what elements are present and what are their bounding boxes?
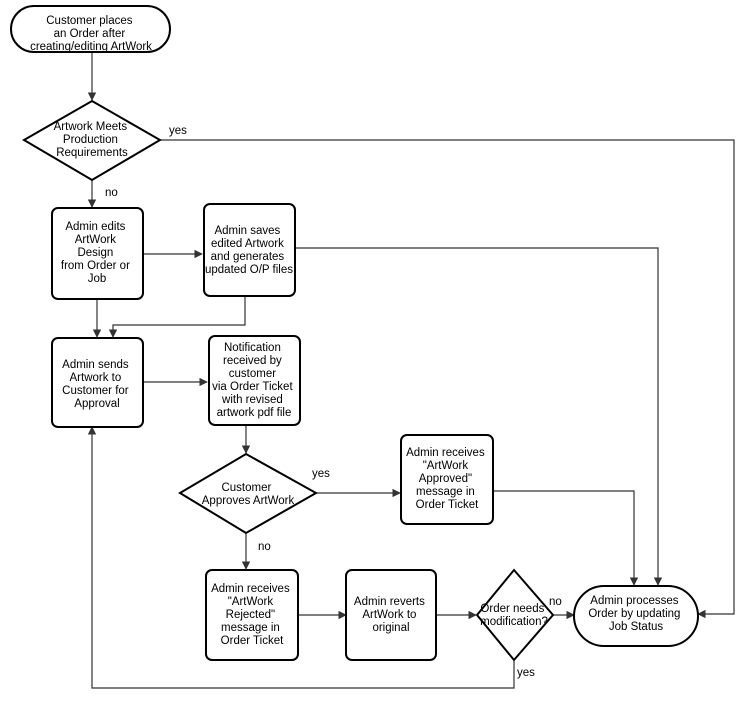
- edit-design-line: ArtWork: [75, 234, 117, 246]
- approved-message-line: message in: [416, 486, 475, 498]
- revert-process: [345, 569, 437, 661]
- edge-approved-to-end: [493, 490, 639, 586]
- approval-yes-label: yes: [312, 468, 330, 480]
- send-approval-text: Admin sends Artwork to Customer for Appr…: [62, 359, 132, 410]
- send-approval-line: Admin sends: [62, 359, 129, 371]
- edit-design-text: Admin edits ArtWork Design from Order or…: [61, 221, 133, 285]
- edge-labels: yes no yes no no yes: [105, 125, 562, 679]
- rejected-message-process: [205, 569, 299, 661]
- rejected-message-line: Admin receives: [211, 583, 290, 595]
- node-labels: Customer places an Order after creating/…: [30, 15, 683, 647]
- notification-line: customer: [229, 368, 276, 380]
- requirements-decision: [22, 99, 162, 182]
- requirements-no-label: no: [105, 187, 118, 199]
- edge-save-to-send: [108, 296, 246, 338]
- requirements-text: Artwork Meets Production Requirements: [54, 121, 131, 159]
- notification-line: artwork pdf file: [217, 407, 292, 419]
- end-terminal: [573, 585, 699, 647]
- requirements-line: Artwork Meets: [54, 121, 128, 133]
- notification-text: Notification received by customer via Or…: [212, 342, 296, 419]
- revert-text: Admin reverts ArtWork to original: [354, 596, 428, 634]
- start-terminal: [10, 5, 171, 53]
- send-approval-line: Approval: [74, 398, 119, 410]
- modification-decision: [475, 568, 555, 662]
- end-line: Admin processes: [590, 595, 678, 607]
- save-artwork-line: edited Artwork: [211, 238, 284, 250]
- edge-modify-yes: [87, 426, 515, 689]
- rejected-message-text: Admin receives "ArtWork Rejected" messag…: [211, 583, 293, 647]
- revert-line: original: [372, 622, 409, 634]
- save-artwork-line: and generates: [211, 251, 285, 263]
- approved-message-line: "ArtWork: [423, 460, 469, 472]
- save-artwork-line: Admin saves: [214, 225, 280, 237]
- start-text: Customer places an Order after creating/…: [30, 15, 152, 53]
- send-approval-line: Customer for: [62, 385, 129, 397]
- modification-line: modification?: [480, 616, 548, 628]
- edit-design-process: [51, 207, 144, 300]
- requirements-yes-label: yes: [169, 125, 187, 137]
- edit-design-line: from Order or: [61, 260, 130, 272]
- approved-message-text: Admin receives "ArtWork Approved" messag…: [406, 447, 488, 511]
- modification-text: Order needs modification?: [480, 603, 548, 628]
- requirements-line: Requirements: [56, 147, 128, 159]
- modification-no-label: no: [549, 596, 562, 608]
- edge-save-to-end: [295, 247, 663, 586]
- approved-message-line: Order Ticket: [416, 499, 479, 511]
- rejected-message-line: Order Ticket: [221, 635, 284, 647]
- shapes: [10, 5, 699, 662]
- send-approval-process: [51, 337, 144, 428]
- save-artwork-process: [203, 203, 296, 297]
- end-line: Job Status: [609, 621, 664, 633]
- approved-message-process: [400, 434, 494, 525]
- edit-design-line: Design: [77, 247, 113, 259]
- modification-yes-label: yes: [517, 667, 535, 679]
- requirements-line: Production: [63, 134, 118, 146]
- edit-design-line: Admin edits: [65, 221, 125, 233]
- end-text: Admin processes Order by updating Job St…: [588, 595, 683, 633]
- approved-message-line: Approved": [419, 473, 472, 485]
- start-line: an Order after: [54, 28, 126, 40]
- start-line: creating/editing ArtWork: [30, 41, 152, 53]
- approval-text: Customer Approves ArtWork: [202, 482, 295, 507]
- approval-decision: [178, 452, 319, 535]
- approved-message-line: Admin receives: [406, 447, 485, 459]
- rejected-message-line: Rejected": [226, 609, 275, 621]
- revert-line: Admin reverts: [354, 596, 425, 608]
- edge-requirements-yes: [160, 139, 735, 619]
- approval-no-label: no: [258, 541, 271, 553]
- save-artwork-text: Admin saves edited Artwork and generates…: [205, 225, 293, 276]
- start-line: Customer places: [46, 15, 133, 27]
- modification-line: Order needs: [480, 603, 544, 615]
- notification-process: [208, 335, 301, 426]
- notification-line: with revised: [221, 394, 283, 406]
- approval-line: Approves ArtWork: [202, 495, 295, 507]
- edit-design-line: Job: [88, 273, 107, 285]
- rejected-message-line: message in: [221, 622, 280, 634]
- end-line: Order by updating: [588, 608, 680, 620]
- notification-line: via Order Ticket: [212, 381, 293, 393]
- rejected-message-line: "ArtWork: [228, 596, 274, 608]
- approval-line: Customer: [221, 482, 271, 494]
- save-artwork-line: updated O/P files: [205, 264, 293, 276]
- notification-line: Notification: [224, 342, 281, 354]
- connectors: [87, 52, 735, 689]
- send-approval-line: Artwork to: [70, 372, 122, 384]
- notification-line: received by: [223, 355, 282, 367]
- revert-line: ArtWork to: [362, 609, 416, 621]
